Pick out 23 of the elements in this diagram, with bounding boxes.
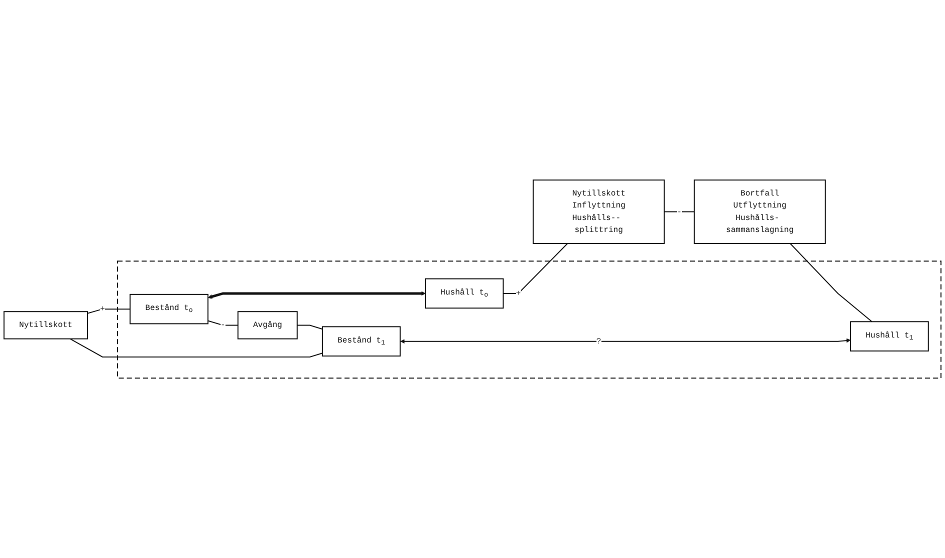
connector (208, 320, 238, 326)
edge-label: - (676, 207, 682, 216)
node-box: Avgång (237, 311, 298, 340)
node-box: Nytillskott Inflyttning Hushålls-- splittring (532, 179, 665, 244)
connector (664, 211, 694, 212)
connector (503, 243, 568, 294)
node-box: Bestånd t$_{o}$ (130, 294, 208, 324)
arrow (400, 338, 851, 344)
node-box: Bortfall Utflyttning Hushålls- sammanslagning (694, 179, 826, 244)
edge-label: + (516, 288, 521, 298)
edge-label: ? (596, 336, 602, 346)
node-box: Nytillskott (4, 311, 88, 340)
cluster (117, 260, 942, 379)
node-box: Bestånd t$_{1}$ (322, 326, 401, 356)
connector (87, 308, 130, 314)
edge-label: - (220, 320, 226, 330)
connector (790, 243, 872, 322)
edge-label: + (100, 304, 105, 314)
node-box: Hushåll t$_{1}$ (850, 321, 929, 352)
connector (70, 338, 323, 358)
node-box: Hushåll t$_{o}$ (424, 278, 504, 308)
connector (297, 324, 323, 330)
arrow (208, 291, 426, 299)
